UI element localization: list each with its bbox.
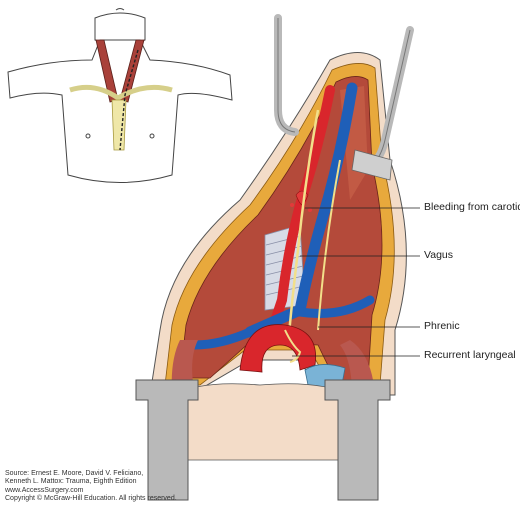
inset-sternum	[111, 99, 127, 151]
operative-field	[149, 52, 407, 461]
retractor-blade-bottom-left	[135, 379, 199, 501]
wound-cavity	[179, 76, 383, 381]
leader-lines	[292, 207, 420, 357]
label-vagus: Vagus	[424, 249, 453, 261]
retractor-blade-right	[351, 149, 393, 181]
internal-jugular-vein	[244, 82, 358, 338]
credit-line-3: www.AccessSurgery.com	[5, 486, 84, 494]
retractor-blade-bottom-right	[324, 379, 391, 501]
inset-clavicles	[69, 84, 173, 101]
retractor-top-left	[274, 14, 299, 136]
label-phrenic: Phrenic	[424, 320, 460, 332]
inset-incision-line	[119, 49, 139, 151]
label-recurrent-laryngeal: Recurrent laryngeal	[424, 349, 516, 361]
credit-line-2: Kenneth L. Mattox: Trauma, Eighth Editio…	[5, 478, 137, 486]
aortic-arch	[239, 324, 317, 373]
carotid-artery	[267, 85, 335, 335]
inset-head	[94, 12, 146, 45]
vagus-nerve	[286, 109, 320, 346]
subclavian-vein	[295, 295, 375, 318]
retractors	[135, 14, 414, 501]
lower-chest-skin	[174, 383, 351, 461]
credit-line-1: Source: Ernest E. Moore, David V. Felici…	[5, 470, 144, 477]
inset-torso-diagram	[7, 8, 233, 183]
inset-right-nipple	[149, 133, 155, 139]
source-credit: Source: Ernest E. Moore, David V. Felici…	[5, 470, 177, 504]
label-bleeding-from-carotid: Bleeding from carotid	[424, 201, 520, 213]
recurrent-laryngeal-nerve	[284, 329, 302, 363]
inset-nose	[115, 8, 125, 11]
credit-line-4: Copyright © McGraw-Hill Education. All r…	[5, 495, 177, 503]
phrenic-nerve	[317, 159, 341, 331]
inset-left-nipple	[85, 133, 91, 139]
brachiocephalic-vein	[190, 327, 255, 350]
